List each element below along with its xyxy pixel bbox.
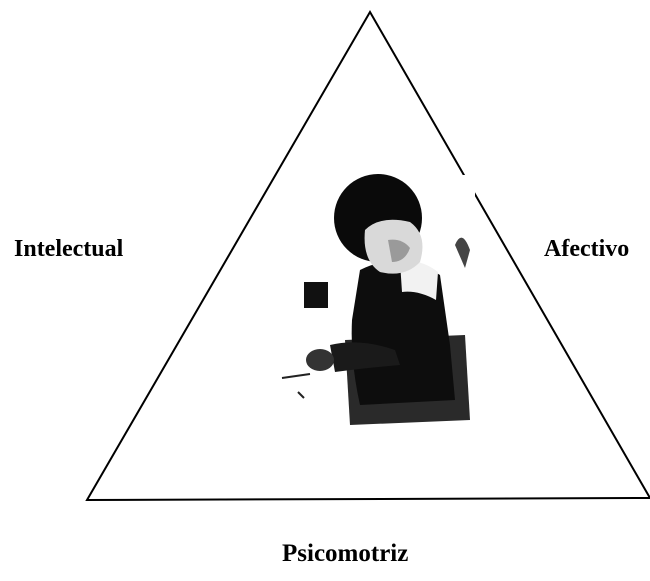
label-intelectual: Intelectual [14,237,123,261]
child-photo [282,174,475,425]
label-afectivo: Afectivo [544,237,629,261]
label-psicomotriz: Psicomotriz [282,541,408,566]
